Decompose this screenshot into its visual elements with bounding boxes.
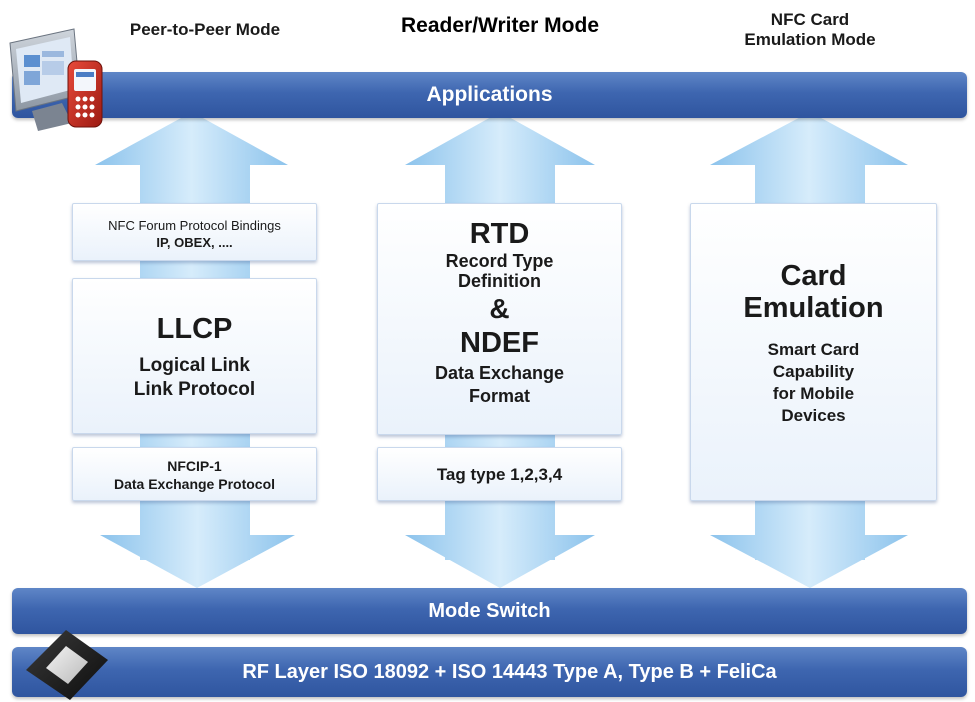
ampersand: &	[489, 293, 510, 325]
computer-and-phone-icon	[9, 28, 103, 131]
mode-switch-band: Mode Switch	[12, 588, 967, 634]
card-emulation-heading-line2: Emulation Mode	[744, 29, 876, 49]
card-emulation-desc-line1: Smart Card	[767, 339, 860, 359]
ndef-line2: Format	[468, 385, 530, 406]
card-emulation-desc-line3: for Mobile	[772, 384, 855, 404]
applications-label: Applications	[426, 83, 553, 106]
card-emulation-mode-heading: NFC Card Emulation Mode	[705, 10, 915, 49]
rtd-title: RTD	[469, 218, 530, 250]
nfcip-line1: NFCIP-1	[167, 458, 222, 474]
llcp-box: LLCP Logical Link Link Protocol	[72, 278, 317, 434]
protocol-bindings-box: NFC Forum Protocol Bindings IP, OBEX, ..…	[72, 203, 317, 261]
rtd-line2: Definition	[458, 271, 541, 292]
peer-to-peer-mode-heading: Peer-to-Peer Mode	[129, 20, 281, 39]
rf-layer-label: RF Layer ISO 18092 + ISO 14443 Type A, T…	[242, 661, 777, 683]
applications-band: Applications	[12, 72, 967, 118]
card-emulation-heading-line1: NFC Card	[770, 10, 850, 29]
llcp-line1: Logical Link	[139, 355, 250, 376]
ndef-line1: Data Exchange	[434, 363, 565, 384]
tag-type-box: Tag type 1,2,3,4	[377, 447, 622, 501]
nfc-chip-icon	[26, 630, 108, 700]
llcp-line2: Link Protocol	[133, 378, 256, 400]
card-emulation-title-line2: Emulation	[743, 292, 884, 325]
card-emulation-title-line1: Card	[780, 260, 847, 292]
mode-switch-label: Mode Switch	[428, 600, 551, 622]
tag-type-label: Tag type 1,2,3,4	[436, 465, 563, 484]
card-emulation-desc-line4: Devices	[781, 406, 846, 426]
card-emulation-desc-line2: Capability	[772, 362, 855, 382]
card-emulation-box: Card Emulation Smart Card Capability for…	[690, 203, 937, 501]
llcp-title: LLCP	[156, 313, 233, 345]
protocol-bindings-line1: NFC Forum Protocol Bindings	[108, 218, 281, 233]
reader-writer-mode-heading: Reader/Writer Mode	[401, 14, 599, 37]
rf-layer-band: RF Layer ISO 18092 + ISO 14443 Type A, T…	[12, 647, 967, 697]
nfcip-line2: Data Exchange Protocol	[113, 476, 276, 492]
rtd-line1: Record Type	[445, 251, 554, 271]
protocol-bindings-line2: IP, OBEX, ....	[156, 235, 233, 250]
ndef-title: NDEF	[460, 327, 539, 360]
rtd-ndef-box: RTD Record Type Definition & NDEF Data E…	[377, 203, 622, 435]
nfcip-box: NFCIP-1 Data Exchange Protocol	[72, 447, 317, 501]
